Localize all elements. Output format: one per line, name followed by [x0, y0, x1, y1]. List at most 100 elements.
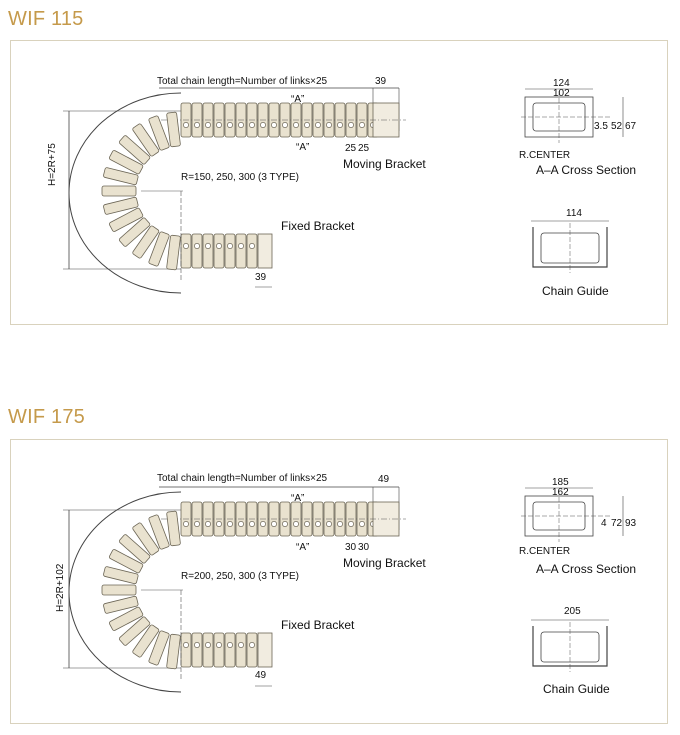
chain-link — [246, 632, 258, 668]
section-mark-bottom: “A” — [296, 542, 310, 553]
chain-guide-label: Chain Guide — [542, 284, 609, 298]
link-pin — [249, 243, 255, 249]
chain-link — [191, 233, 203, 269]
pitch-a: 30 — [345, 542, 357, 553]
chain-link — [213, 233, 225, 269]
chain-link — [118, 135, 151, 165]
link-pin — [194, 243, 200, 249]
fixed-bracket — [257, 233, 273, 269]
link-pin — [238, 122, 244, 128]
link-pin — [227, 642, 233, 648]
chain-link — [101, 584, 137, 596]
link-pin — [271, 122, 277, 128]
cs-inner-height: 72 — [611, 518, 623, 529]
drawing-panel: Total chain length=Number of links×25 39… — [10, 40, 668, 325]
chain-link — [166, 234, 181, 271]
link-pin — [194, 642, 200, 648]
chain-link — [148, 630, 170, 666]
link-pin — [238, 642, 244, 648]
chain-link — [202, 632, 214, 668]
chain-link — [109, 606, 144, 631]
link-pin — [293, 122, 299, 128]
chain-drawing — [63, 486, 624, 693]
chain-link — [224, 632, 236, 668]
section-mark-top: “A” — [291, 94, 305, 105]
section-title: WIF 175 — [8, 406, 85, 428]
bottom-dimension: 39 — [255, 272, 267, 283]
link-pin — [227, 122, 233, 128]
link-pin — [205, 642, 211, 648]
chain-guide-label: Chain Guide — [543, 682, 610, 696]
link-pin — [348, 122, 354, 128]
link-pin — [194, 122, 200, 128]
link-pin — [249, 122, 255, 128]
chain-link — [191, 632, 203, 668]
guide-width: 114 — [566, 208, 582, 219]
cs-inner-height: 52 — [611, 121, 623, 132]
link-pin — [326, 122, 332, 128]
link-pin — [304, 122, 310, 128]
link-pin — [183, 642, 189, 648]
link-pin — [315, 122, 321, 128]
link-pin — [216, 122, 222, 128]
radius-label: R=200, 250, 300 (3 TYPE) — [181, 571, 299, 582]
fixed-bracket-label: Fixed Bracket — [281, 618, 355, 632]
link-pin — [205, 243, 211, 249]
link-pin — [337, 521, 343, 527]
link-pin — [304, 521, 310, 527]
top-dimension: 49 — [378, 474, 390, 485]
bottom-dimension: 49 — [255, 670, 267, 681]
section-mark-top: “A” — [291, 493, 305, 504]
chain-link — [148, 514, 170, 550]
cs-gap: 4 — [601, 518, 607, 529]
chain-link — [246, 233, 258, 269]
total-length-label: Total chain length=Number of links×25 — [157, 76, 328, 87]
guide-width: 205 — [564, 606, 581, 617]
link-pin — [359, 521, 365, 527]
chain-link — [148, 231, 170, 267]
chain-link — [101, 185, 137, 197]
chain-link — [118, 616, 151, 646]
link-pin — [337, 122, 343, 128]
moving-bracket-label: Moving Bracket — [343, 556, 426, 570]
r-center-label: R.CENTER — [519, 150, 571, 161]
link-pin — [271, 521, 277, 527]
link-pin — [227, 243, 233, 249]
cross-section-label: A–A Cross Section — [536, 562, 637, 576]
height-label: H=2R+75 — [47, 143, 58, 186]
chain-link — [166, 633, 181, 670]
r-center-label: R.CENTER — [519, 546, 571, 557]
height-label: H=2R+102 — [55, 563, 66, 612]
chain-link — [166, 510, 181, 547]
link-pin — [183, 521, 189, 527]
chain-drawing — [63, 87, 624, 294]
cs-outer-height: 93 — [625, 518, 637, 529]
link-pin — [227, 521, 233, 527]
link-pin — [315, 521, 321, 527]
chain-link — [148, 115, 170, 151]
moving-bracket-label: Moving Bracket — [343, 157, 426, 171]
link-pin — [293, 521, 299, 527]
chain-link — [132, 225, 160, 259]
link-pin — [216, 642, 222, 648]
chain-link — [132, 123, 160, 157]
total-length-label: Total chain length=Number of links×25 — [157, 473, 328, 484]
drawing-panel: Total chain length=Number of links×25 49… — [10, 439, 668, 724]
chain-link — [109, 207, 144, 232]
link-pin — [238, 243, 244, 249]
cs-inner-width: 162 — [552, 487, 569, 498]
chain-link — [118, 217, 151, 247]
cs-outer-width: 185 — [552, 477, 569, 488]
chain-link — [118, 534, 151, 564]
chain-link — [132, 522, 160, 556]
chain-link — [202, 233, 214, 269]
link-pin — [249, 521, 255, 527]
chain-link — [103, 167, 139, 186]
link-pin — [359, 122, 365, 128]
cross-section-label: A–A Cross Section — [536, 163, 637, 177]
chain-link — [103, 196, 139, 215]
chain-link — [224, 233, 236, 269]
link-pin — [282, 521, 288, 527]
fixed-bracket — [257, 632, 273, 668]
chain-link — [132, 624, 160, 658]
